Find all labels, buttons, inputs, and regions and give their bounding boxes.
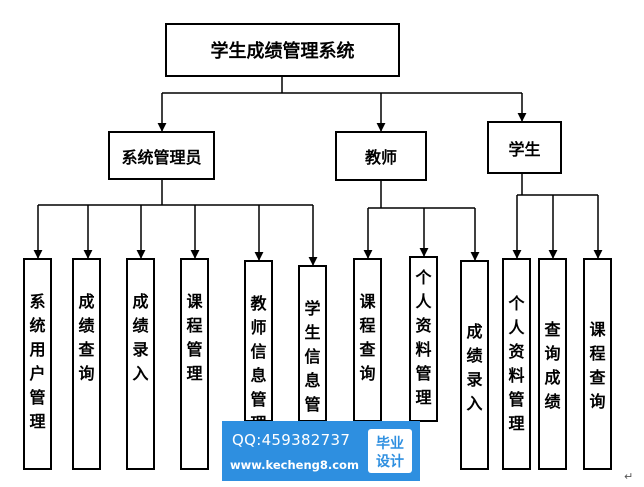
admin-child-4-label: 课程管理 (186, 292, 203, 383)
teacher-label: 教师 (364, 148, 397, 167)
watermark-badge-line2: 设计 (376, 453, 404, 470)
admin-child-5: 教师信息管理 (244, 260, 273, 422)
teacher-child-2: 个人资料管理 (409, 256, 438, 422)
admin-child-6-label: 学生信息管理 (304, 299, 321, 420)
watermark-url: www.kecheng8.com (230, 458, 359, 472)
student-child-1-label: 个人资料管理 (508, 294, 525, 433)
teacher-child-3: 成绩录入 (460, 260, 489, 470)
root-node: 学生成绩管理系统 (165, 23, 400, 77)
student-child-2-label: 查询成绩 (544, 320, 561, 411)
student-node: 学生 (487, 121, 562, 174)
student-child-3: 课程查询 (583, 258, 612, 470)
admin-child-1: 系统用户管理 (23, 258, 52, 470)
teacher-child-1: 课程查询 (353, 258, 382, 422)
admin-label: 系统管理员 (121, 147, 202, 167)
admin-child-6: 学生信息管理 (298, 265, 327, 422)
teacher-child-1-label: 课程查询 (359, 292, 376, 383)
watermark-banner: QQ:459382737 www.kecheng8.com 毕业 设计 (222, 421, 420, 481)
teacher-child-2-label: 个人资料管理 (415, 268, 432, 407)
admin-node: 系统管理员 (108, 131, 215, 180)
admin-child-3: 成绩录入 (126, 258, 155, 470)
paragraph-mark: ↵ (624, 470, 634, 483)
student-child-1: 个人资料管理 (502, 258, 531, 470)
admin-child-5-label: 教师信息管理 (250, 294, 267, 420)
root-label: 学生成绩管理系统 (210, 41, 355, 62)
student-child-2: 查询成绩 (538, 258, 567, 470)
watermark-badge-line1: 毕业 (376, 435, 404, 452)
student-label: 学生 (508, 139, 541, 159)
watermark-qq: QQ:459382737 (232, 431, 351, 449)
student-child-3-label: 课程查询 (589, 320, 606, 411)
admin-child-3-label: 成绩录入 (132, 292, 149, 383)
teacher-child-3-label: 成绩录入 (466, 322, 483, 413)
teacher-node: 教师 (335, 131, 427, 181)
admin-child-1-label: 系统用户管理 (29, 292, 46, 431)
admin-child-2: 成绩查询 (72, 258, 101, 470)
watermark-badge: 毕业 设计 (368, 429, 412, 473)
admin-child-2-label: 成绩查询 (78, 292, 95, 383)
admin-child-4: 课程管理 (180, 258, 209, 470)
